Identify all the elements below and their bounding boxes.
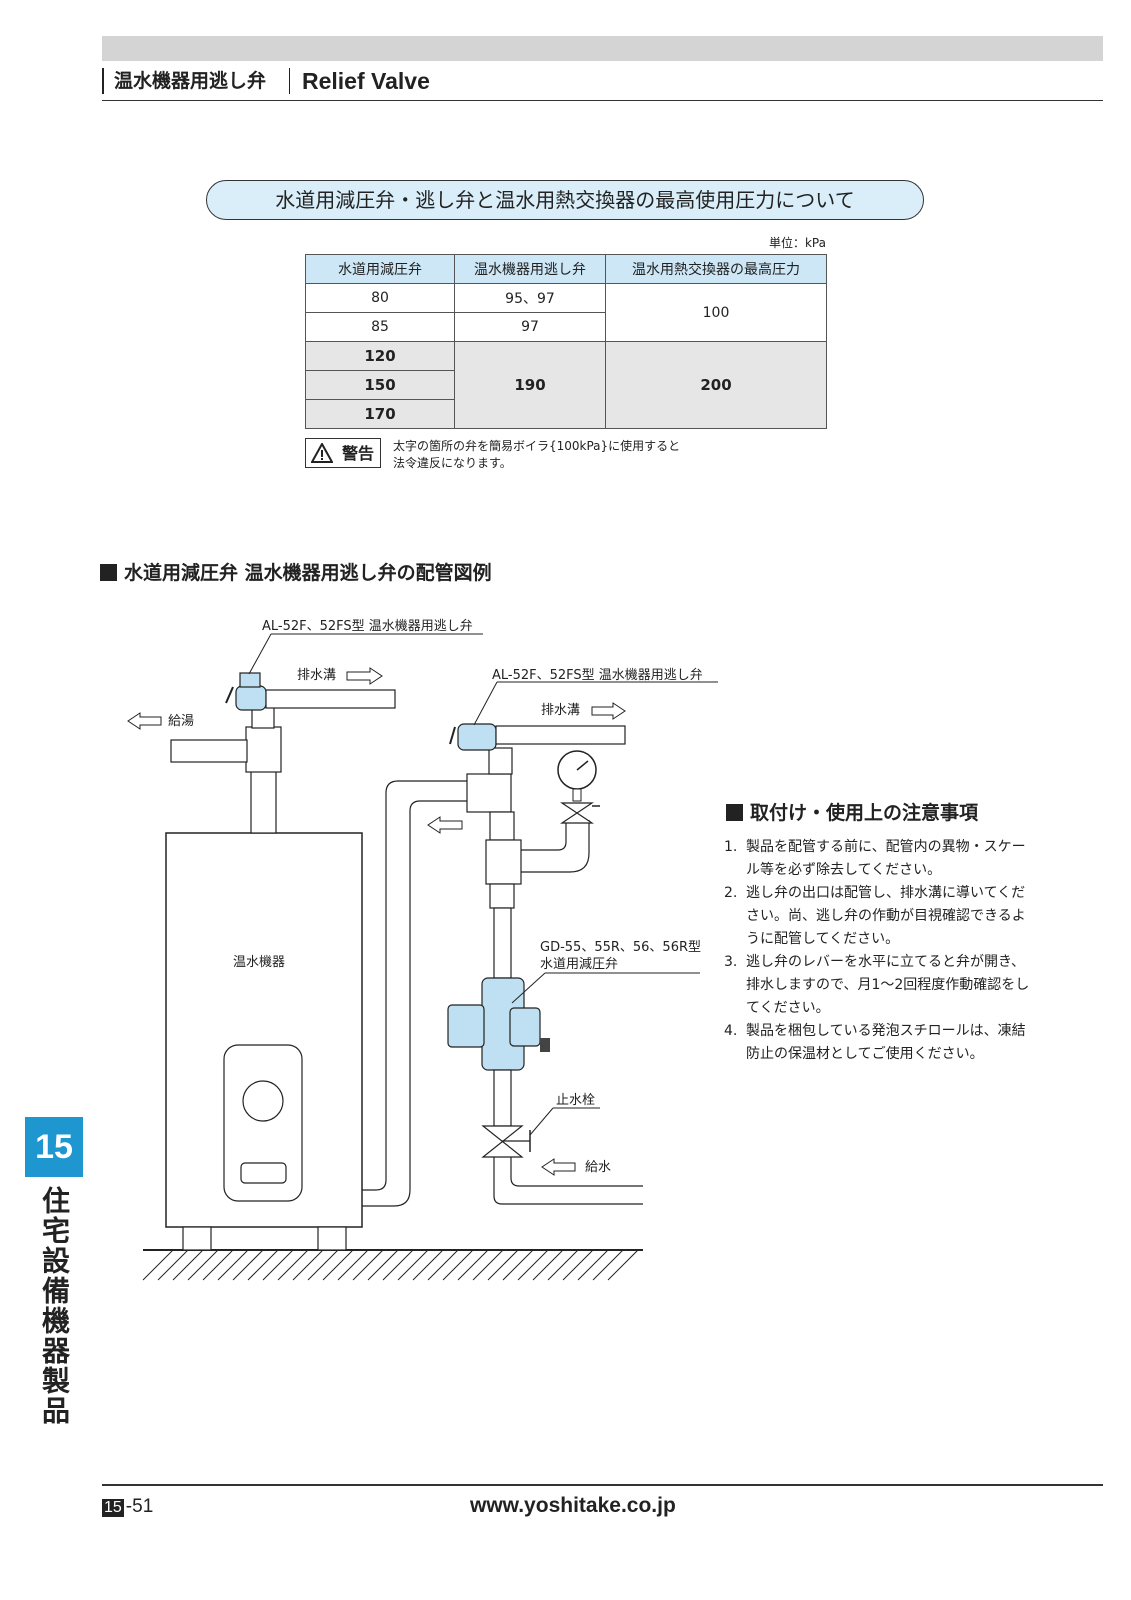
table-header: 温水機器用逃し弁 bbox=[454, 254, 606, 284]
header-title-jp: 温水機器用逃し弁 bbox=[114, 70, 267, 92]
table-cell: 170 bbox=[305, 399, 455, 429]
list-item-text: 逃し弁のレバーを水平に立てると弁が開き、排水しますので、月1〜2回程度作動確認を… bbox=[746, 954, 1030, 1016]
table-row: 150 bbox=[305, 370, 827, 400]
warning-icon bbox=[311, 443, 333, 463]
table-cell: 97 bbox=[454, 312, 606, 342]
unit-label: 単位：kPa bbox=[768, 236, 826, 250]
page-number: 15-51 bbox=[102, 1496, 153, 1518]
heater-label: 温水機器 bbox=[233, 955, 285, 970]
table-row: 85 97 bbox=[305, 312, 827, 342]
notes-list: 1. 製品を配管する前に、配管内の異物・スケール等を必ず除去してください。 2. 逃… bbox=[724, 836, 1039, 1066]
section-heading-text: 水道用減圧弁 温水機器用逃し弁の配管図例 bbox=[124, 562, 492, 584]
page-num: -51 bbox=[125, 1496, 154, 1517]
notes-heading-text: 取付け・使用上の注意事項 bbox=[750, 802, 979, 824]
relief-valve-2 bbox=[449, 723, 626, 751]
table-row: 170 bbox=[305, 399, 827, 429]
table-header-row: 水道用減圧弁 温水機器用逃し弁 温水用熱交換器の最高圧力 bbox=[305, 254, 827, 284]
warning-text: 太字の箇所の弁を簡易ボイラ{100kPa}に使用すると 法令違反になります。 bbox=[393, 438, 723, 472]
list-item: 3. 逃し弁のレバーを水平に立てると弁が開き、排水しますので、月1〜2回程度作動確… bbox=[724, 951, 1039, 1020]
piping-diagram: 温水機器 AL-52F、52FS型 温水機器用逃し弁 排水溝 給湯 AL-52F… bbox=[127, 619, 718, 1281]
list-item: 4. 製品を梱包している発泡スチロールは、凍結防止の保温材としてご使用ください。 bbox=[724, 1020, 1039, 1066]
warning-line: 法令違反になります。 bbox=[393, 456, 512, 470]
list-item-number: 1. bbox=[724, 839, 738, 855]
list-item: 2. 逃し弁の出口は配管し、排水溝に導いてください。尚、逃し弁の作動が目視確認でき… bbox=[724, 882, 1039, 951]
label-stop-valve: 止水栓 bbox=[556, 1093, 595, 1108]
list-item-text: 逃し弁の出口は配管し、排水溝に導いてください。尚、逃し弁の作動が目視確認できるよ… bbox=[746, 885, 1026, 947]
table-header: 水道用減圧弁 bbox=[305, 254, 455, 284]
table-row: 80 95、97 100 bbox=[305, 283, 827, 342]
pressure-gauge bbox=[557, 750, 600, 824]
list-item-text: 製品を梱包している発泡スチロールは、凍結防止の保温材としてご使用ください。 bbox=[746, 1023, 1026, 1062]
section-heading: 水道用減圧弁 温水機器用逃し弁の配管図例 bbox=[100, 558, 492, 585]
chapter-label: 住宅設備機器製品 bbox=[38, 1186, 71, 1426]
stop-valve bbox=[481, 1125, 531, 1158]
list-item-number: 2. bbox=[724, 885, 738, 901]
list-item-number: 3. bbox=[724, 954, 738, 970]
table-cell: 120 bbox=[305, 341, 455, 371]
table-cell: 80 bbox=[305, 283, 455, 313]
label-valve-1: AL-52F、52FS型 温水機器用逃し弁 bbox=[262, 619, 473, 634]
label-drain-1: 排水溝 bbox=[297, 668, 336, 683]
label-reducer-1: GD-55、55R、56、56R型 bbox=[540, 940, 701, 955]
table-cell: 150 bbox=[305, 370, 455, 400]
table-header: 温水用熱交換器の最高圧力 bbox=[605, 254, 827, 284]
warning-badge: 警告 bbox=[305, 438, 381, 468]
header-divider bbox=[102, 68, 104, 94]
footer-url[interactable]: www.yoshitake.co.jp bbox=[470, 1494, 676, 1517]
list-item-text: 製品を配管する前に、配管内の異物・スケール等を必ず除去してください。 bbox=[746, 839, 1026, 878]
relief-valve-1 bbox=[225, 672, 396, 711]
warning-line: 太字の箇所の弁を簡易ボイラ{100kPa}に使用すると bbox=[393, 439, 681, 453]
label-water-supply: 給水 bbox=[585, 1160, 611, 1175]
chapter-tab: 15 bbox=[25, 1117, 83, 1177]
notes-heading: 取付け・使用上の注意事項 bbox=[726, 798, 978, 825]
page-chapter-box: 15 bbox=[102, 1499, 124, 1517]
warning-label: 警告 bbox=[341, 444, 374, 463]
section-title-pill: 水道用減圧弁・逃し弁と温水用熱交換器の最高使用圧力について bbox=[206, 180, 924, 220]
pressure-reducing-valve bbox=[447, 977, 550, 1071]
footer-rule bbox=[102, 1484, 1103, 1486]
table-cell: 100 bbox=[605, 283, 827, 342]
label-valve-2: AL-52F、52FS型 温水機器用逃し弁 bbox=[492, 668, 703, 683]
list-item-number: 4. bbox=[724, 1023, 738, 1039]
table-cell: 190 bbox=[454, 341, 606, 429]
label-reducer-2: 水道用減圧弁 bbox=[540, 956, 618, 972]
header-title-en: Relief Valve bbox=[302, 68, 430, 94]
header-divider bbox=[289, 68, 290, 94]
label-drain-2: 排水溝 bbox=[541, 703, 580, 718]
pressure-table: 水道用減圧弁 温水機器用逃し弁 温水用熱交換器の最高圧力 80 95、97 10… bbox=[305, 254, 827, 429]
square-bullet-icon bbox=[726, 804, 743, 821]
table-cell: 200 bbox=[605, 341, 827, 429]
list-item: 1. 製品を配管する前に、配管内の異物・スケール等を必ず除去してください。 bbox=[724, 836, 1039, 882]
top-band bbox=[102, 36, 1103, 61]
table-row: 120 190 200 bbox=[305, 341, 827, 429]
table-cell: 85 bbox=[305, 312, 455, 342]
table-cell: 95、97 bbox=[454, 283, 606, 313]
page-header: 温水機器用逃し弁 Relief Valve bbox=[102, 66, 1103, 101]
label-hot-supply: 給湯 bbox=[168, 714, 194, 729]
square-bullet-icon bbox=[100, 564, 117, 581]
